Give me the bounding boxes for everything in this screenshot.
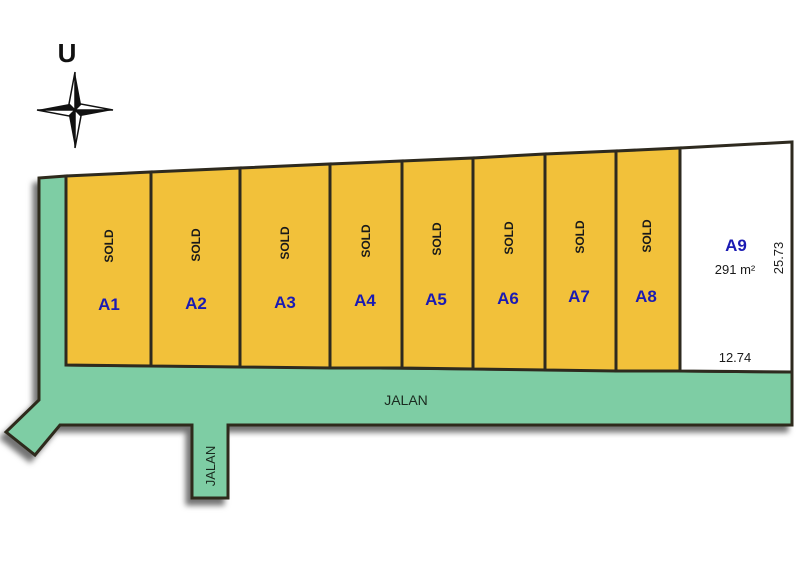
lot-a6-status: SOLD xyxy=(502,221,516,255)
lot-a1-id: A1 xyxy=(98,295,120,314)
main-road-label: JALAN xyxy=(384,392,428,408)
north-label: U xyxy=(58,38,77,68)
lot-a8-id: A8 xyxy=(635,287,657,306)
lot-a5-id: A5 xyxy=(425,290,447,309)
lot-a8-status: SOLD xyxy=(640,219,654,253)
lots xyxy=(64,140,794,374)
lot-a7-status: SOLD xyxy=(573,220,587,254)
lot-a3-status: SOLD xyxy=(278,226,292,260)
lot-a5[interactable] xyxy=(400,156,475,371)
compass-rose-icon xyxy=(36,71,114,149)
lot-a7[interactable] xyxy=(543,149,618,373)
lot-a4-id: A4 xyxy=(354,291,376,310)
sold-labels: SOLD SOLD SOLD SOLD SOLD SOLD SOLD SOLD xyxy=(102,219,654,263)
lot-a2-status: SOLD xyxy=(189,228,203,262)
lot-a9-id: A9 xyxy=(725,236,747,255)
lot-a2[interactable] xyxy=(149,166,242,369)
lot-a9-area: 291 m² xyxy=(715,262,756,277)
lot-a1[interactable] xyxy=(64,170,153,368)
lot-a9-width: 12.74 xyxy=(719,350,752,365)
lot-a9-depth: 25.73 xyxy=(771,242,786,275)
lot-a9-details: 291 m² 25.73 12.74 xyxy=(715,242,786,365)
lot-a4[interactable] xyxy=(328,159,404,370)
lot-a7-id: A7 xyxy=(568,287,590,306)
branch-road-label: JALAN xyxy=(203,446,218,486)
lot-a3-id: A3 xyxy=(274,293,296,312)
compass: U xyxy=(36,38,114,149)
lot-a9[interactable] xyxy=(678,140,794,374)
lot-a4-status: SOLD xyxy=(359,224,373,258)
lot-a6[interactable] xyxy=(471,152,547,372)
lot-a1-status: SOLD xyxy=(102,229,116,263)
lot-a2-id: A2 xyxy=(185,294,207,313)
lot-a8[interactable] xyxy=(614,146,682,373)
lot-ids: A1 A2 A3 A4 A5 A6 A7 A8 A9 xyxy=(98,236,747,314)
lot-a6-id: A6 xyxy=(497,289,519,308)
lot-a5-status: SOLD xyxy=(430,222,444,256)
lot-a3[interactable] xyxy=(238,162,332,370)
